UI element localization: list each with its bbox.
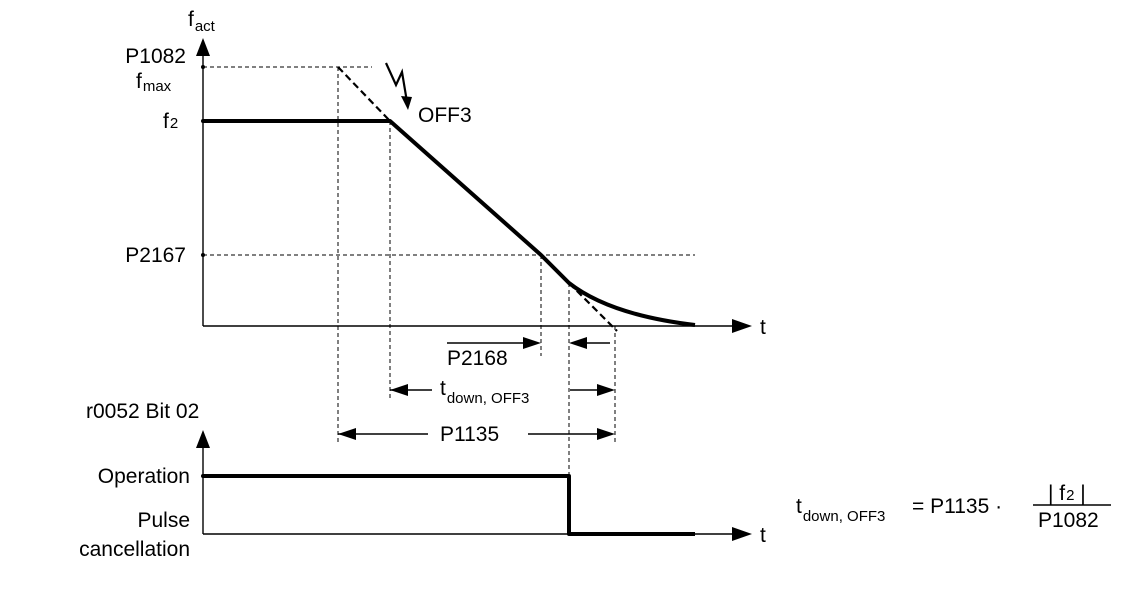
lightning-bolt-icon (384, 62, 409, 103)
bottom-t-axis-label: t (760, 524, 766, 547)
bottom-plot: r0052 Bit 02 Operation Pulse cancellatio… (79, 400, 766, 561)
f2-tick-label: f2 (163, 110, 178, 133)
r0052-bit02-label: r0052 Bit 02 (86, 400, 199, 423)
fact-axis-label: fact (188, 8, 216, 35)
formula-lhs: tdown, OFF3 (796, 495, 885, 525)
p2168-label: P2168 (447, 347, 508, 370)
frequency-curve (203, 119, 696, 327)
tdown-arrow-left-icon (390, 384, 408, 396)
top-t-axis-label: t (760, 316, 766, 339)
p1135-label: P1135 (440, 423, 499, 446)
bit02-signal (203, 474, 695, 536)
fmax-ramp-extension (337, 66, 391, 122)
lightning-arrow-icon (401, 96, 412, 110)
cancellation-label: cancellation (79, 538, 190, 561)
formula-rhs-prefix: = P1135 · (912, 495, 1002, 518)
top-y-axis-arrow-icon (196, 38, 210, 56)
pulse-label: Pulse (137, 509, 190, 532)
bottom-y-axis-arrow-icon (196, 430, 210, 448)
p2168-arrow-right-icon (523, 337, 541, 349)
top-plot: fact P1082 fmax f2 P2167 t OFF3 (125, 8, 766, 476)
operation-label: Operation (98, 465, 190, 488)
p1135-arrow-left-icon (338, 428, 356, 440)
bottom-x-axis-arrow-icon (732, 527, 752, 541)
p2168-arrow-left-icon (569, 337, 587, 349)
formula-numerator: | f2 | (1048, 482, 1086, 505)
off3-label: OFF3 (418, 104, 472, 127)
p1082-tick-label: P1082 (125, 45, 186, 68)
p1135-dimension: P1135 (338, 423, 615, 446)
tdown-arrow-right-icon (597, 384, 615, 396)
p2167-tick-label: P2167 (125, 244, 186, 267)
top-x-axis-arrow-icon (732, 319, 752, 333)
formula-denominator: P1082 (1038, 509, 1099, 532)
fmax-tick-label: fmax (136, 70, 172, 95)
p1135-arrow-right-icon (597, 428, 615, 440)
tdown-formula: tdown, OFF3 = P1135 · | f2 | P1082 (796, 482, 1111, 532)
tdown-label: tdown, OFF3 (440, 377, 529, 407)
